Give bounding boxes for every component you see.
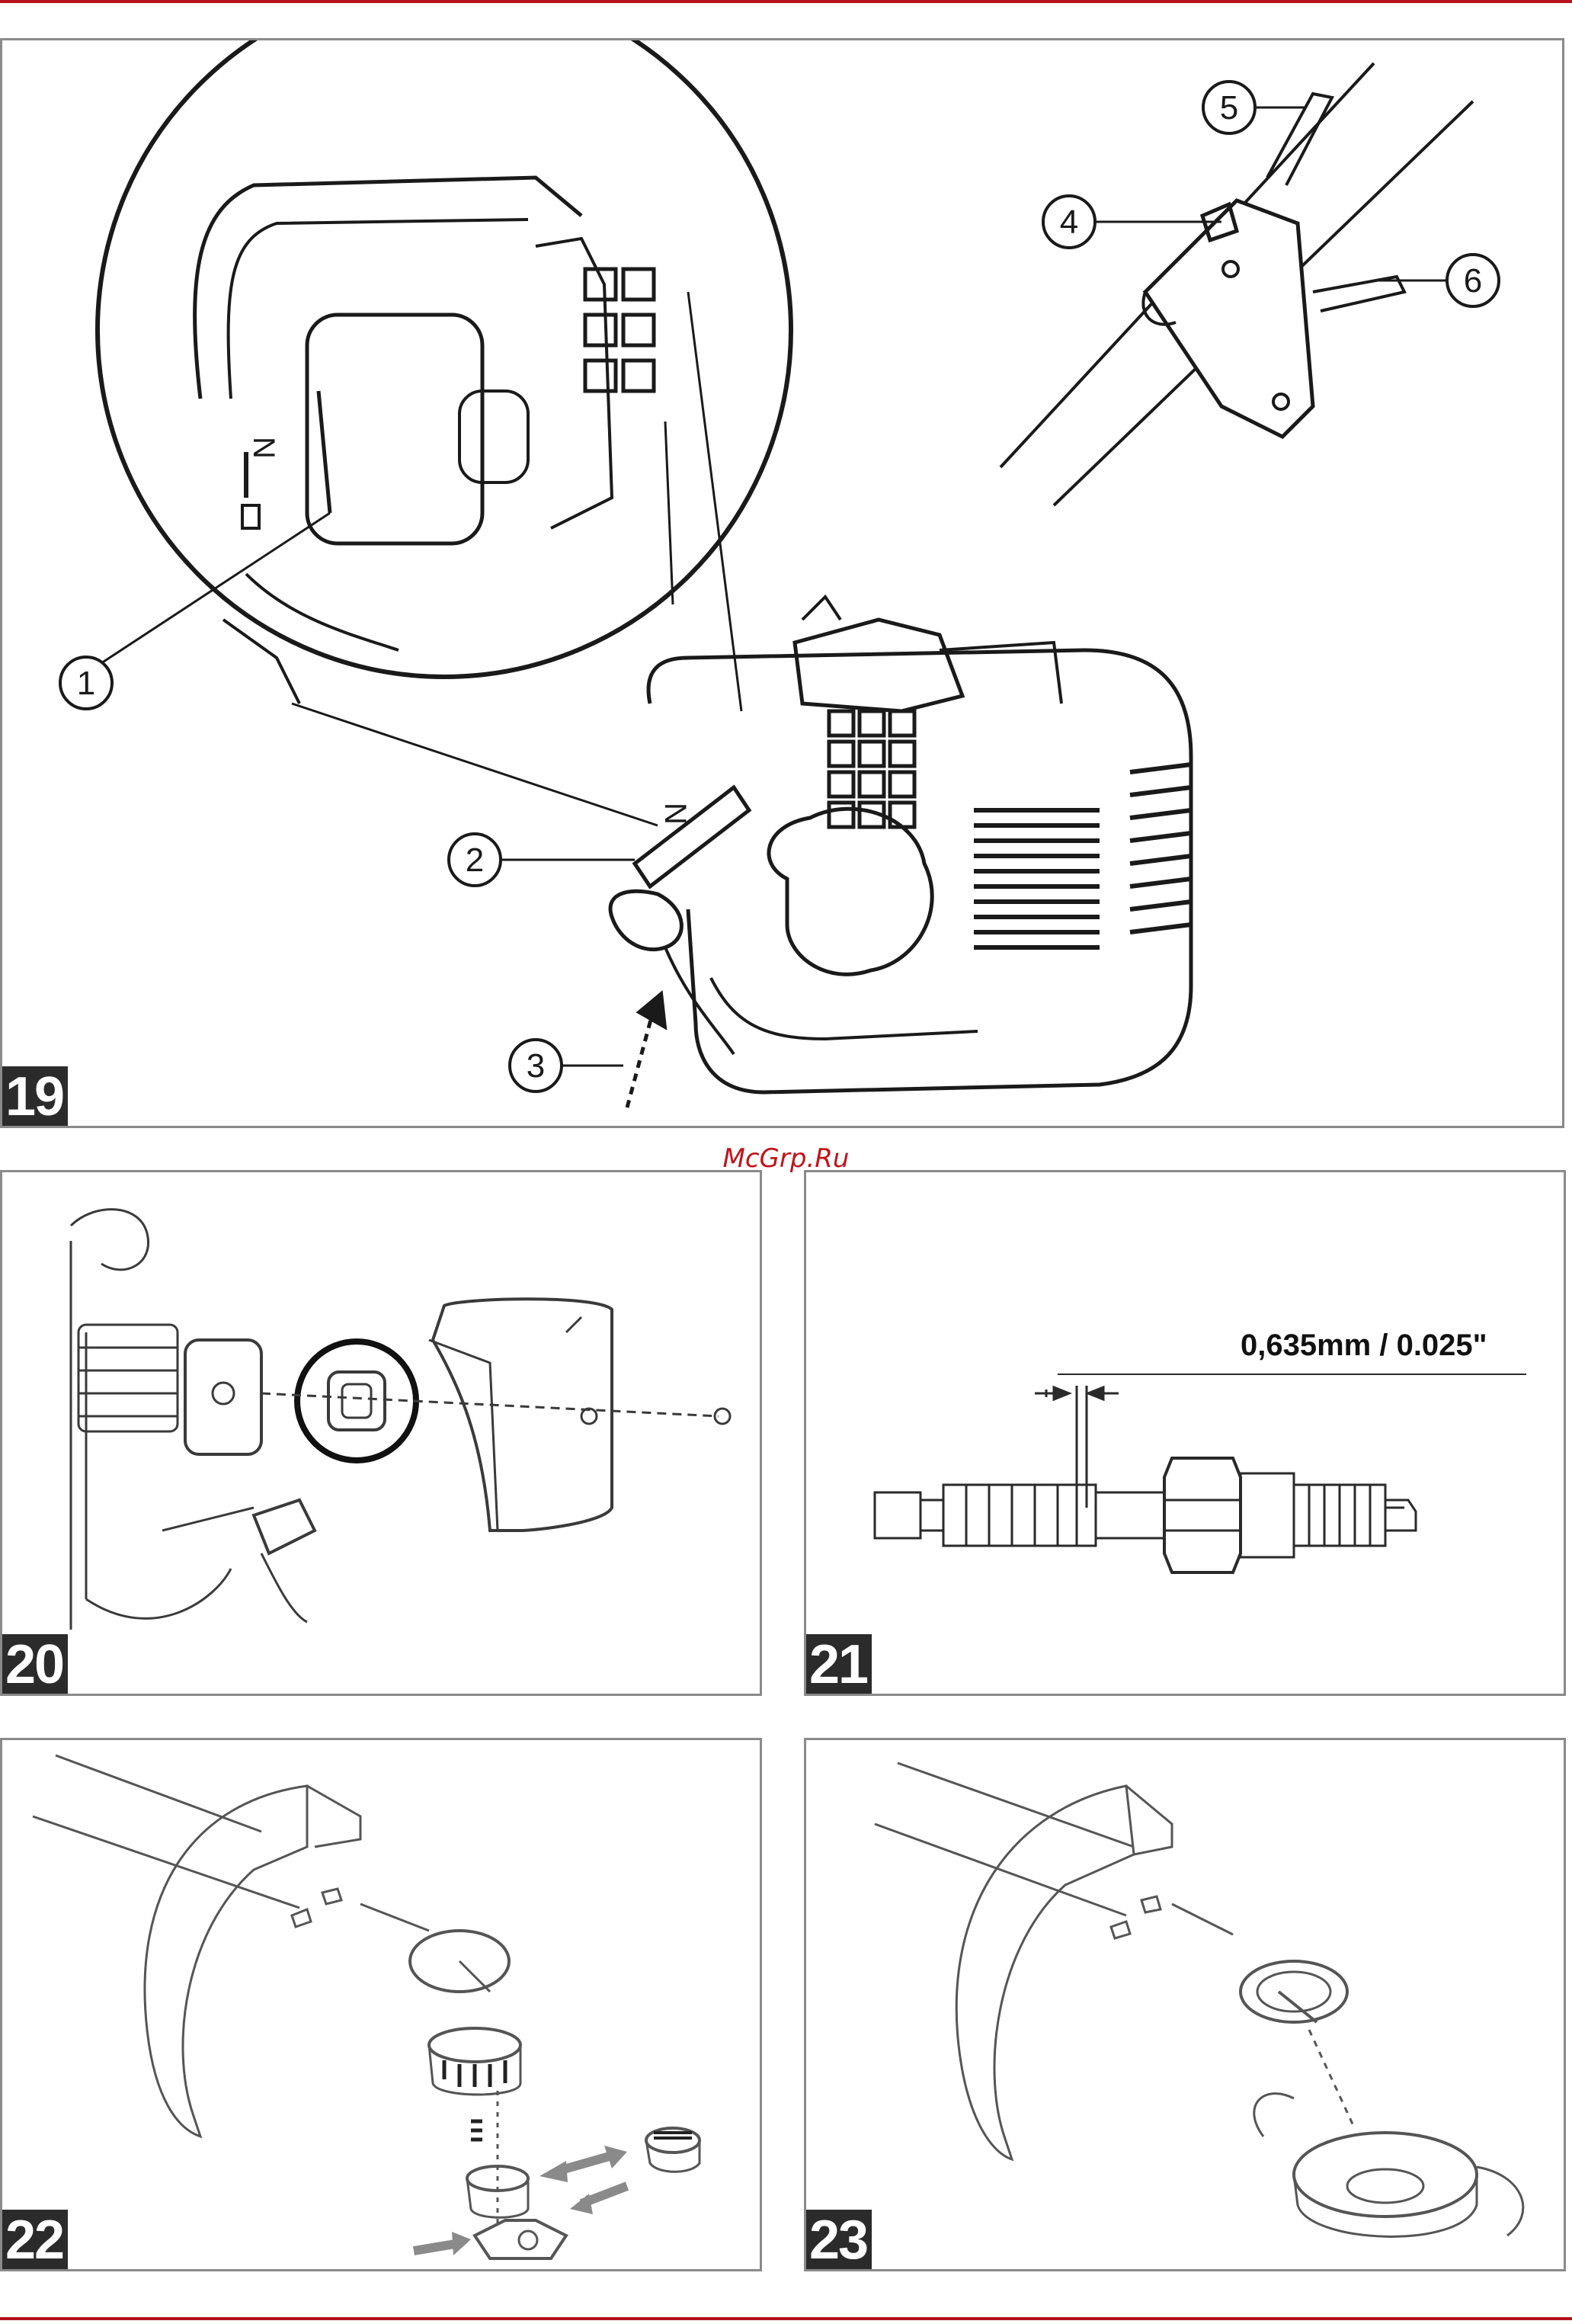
figure-21-drawing [806,1172,1566,1696]
svg-text:N: N [247,437,280,459]
throttle-handle-drawing [1001,63,1473,505]
figure-19-panel: N [0,38,1564,1128]
bottom-rule [0,2317,1572,2320]
retaining-cap [475,2220,566,2258]
primer-bulb [610,891,681,949]
spark-plug-boot [185,1340,261,1454]
figure-20-number: 20 [2,1634,68,1694]
hex-body [1164,1458,1241,1572]
cooling-fins [974,765,1191,947]
terminal-nut [875,1492,920,1538]
figure-19-number: 19 [2,1066,68,1126]
choke-lever-zoomed [319,391,330,513]
guard [956,1786,1134,2159]
figure-20-panel: 20 [0,1170,762,1696]
figure-21-number: 21 [806,1634,872,1694]
spool-head [429,2028,520,2095]
figure-23-drawing [806,1740,1566,2271]
watermark: McGrp.Ru [0,1143,1572,1174]
engine-housing [648,650,1191,1092]
carburetor-housing [307,315,482,543]
figure-21-panel: 0,635mm / 0.025" 21 [804,1170,1566,1696]
figure-22-panel: 22 [0,1738,762,2271]
filter-cover [433,1299,612,1531]
svg-text:N: N [658,803,692,825]
figure-19-drawing: N [2,40,1564,1128]
guard [145,1786,307,2136]
zoom-circle [297,1342,416,1460]
figure-23-number: 23 [806,2210,872,2269]
figure-23-panel: 23 [804,1738,1566,2271]
recoil-starter [769,809,932,974]
figure-22-number: 22 [2,2210,68,2269]
figure-22-drawing [2,1740,762,2271]
top-rule [0,0,1572,3]
trimmer-spool [1254,2094,1523,2237]
ground-electrode [1385,1500,1416,1531]
magnifier-circle [98,40,791,677]
figure-20-drawing [2,1172,762,1696]
